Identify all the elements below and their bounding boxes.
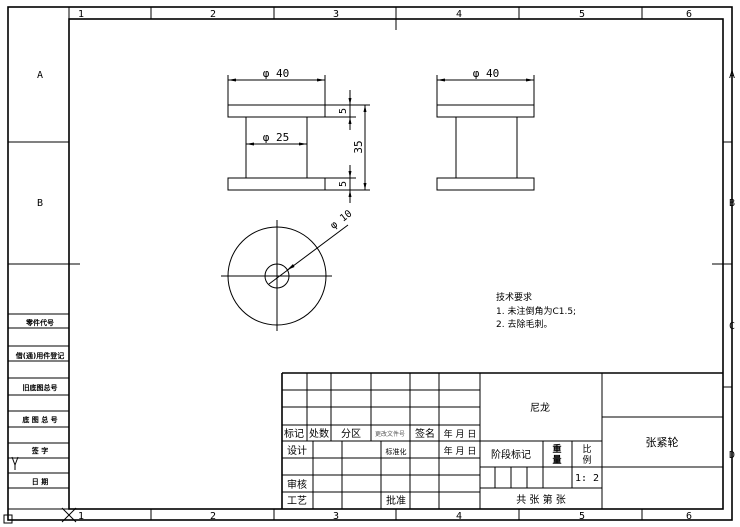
col-label-3-bottom: 3 [333, 511, 339, 522]
dim-flange-bottom: 5 [338, 181, 349, 187]
front-view: φ 40 φ 25 5 5 35 [227, 67, 370, 203]
title-block: 标记 处数 分区 更改文件号 签名 年 月 日 设计 标准化 年 月 日 审核 … [281, 372, 723, 509]
label-part-code: 零件代号 [25, 318, 54, 327]
label-signature: 签 字 [31, 446, 48, 455]
tb-process: 工艺 [287, 495, 307, 507]
dim-outer-diameter: φ 40 [263, 67, 290, 80]
dim-overall-height: 35 [352, 140, 365, 153]
col-label-4: 4 [456, 9, 462, 20]
tb-mark: 标记 [284, 428, 304, 440]
tb-sheets: 共 张 第 张 [516, 493, 566, 506]
col-label-5-bottom: 5 [579, 511, 585, 522]
column-labels-bottom: 1 2 3 4 5 6 [78, 511, 692, 522]
label-old-base-drawing: 旧底图总号 [23, 383, 58, 392]
sheet-border [3, 6, 733, 524]
tb-design: 设计 [287, 444, 307, 457]
row-label-d-right: D [729, 450, 735, 461]
tech-req-title: 技术要求 [496, 291, 532, 303]
tb-count: 处数 [309, 427, 329, 440]
tb-scale-label-2: 例 [582, 454, 591, 466]
label-borrowed-part: 借(通)用件登记 [15, 351, 64, 360]
row-label-a-right: A [729, 70, 735, 81]
label-date: 日 期 [32, 477, 48, 486]
tech-requirements: 技术要求 1. 未注倒角为C1.5; 2. 去除毛刺。 [496, 291, 576, 330]
col-label-1-bottom: 1 [78, 511, 84, 522]
tb-part-name: 张紧轮 [646, 435, 679, 449]
tb-rev-date: 年 月 日 [444, 428, 477, 440]
col-label-2-bottom: 2 [210, 511, 216, 522]
dim-hub-diameter: φ 25 [263, 131, 290, 144]
tb-scale-label-1: 比 [582, 443, 591, 455]
row-label-c-right: C [729, 321, 735, 332]
col-label-1: 1 [78, 9, 84, 20]
tb-change-doc: 更改文件号 [375, 430, 405, 438]
side-view: φ 40 [436, 67, 535, 191]
row-label-b-right: B [729, 198, 735, 209]
col-label-6-bottom: 6 [686, 511, 692, 522]
column-labels-top: 1 2 3 4 5 6 [78, 9, 692, 20]
row-label-b-left: B [37, 198, 43, 209]
col-label-5: 5 [579, 9, 585, 20]
col-label-3: 3 [333, 9, 339, 20]
tb-weight-2: 量 [552, 454, 561, 466]
col-label-2: 2 [210, 9, 216, 20]
dim-flange-top: 5 [338, 108, 349, 114]
row-label-a-left: A [37, 70, 43, 81]
tb-standardization: 标准化 [386, 447, 407, 456]
tb-weight-1: 重 [552, 443, 561, 455]
col-label-4-bottom: 4 [456, 511, 462, 522]
tb-zone: 分区 [341, 428, 361, 440]
top-view: φ 10 [221, 208, 354, 331]
tb-stage-mark: 阶段标记 [491, 448, 531, 461]
tech-req-item-2: 2. 去除毛刺。 [496, 318, 552, 330]
tb-scale-value: 1: 2 [575, 473, 599, 484]
dim-side-outer-diameter: φ 40 [473, 67, 500, 80]
label-base-drawing: 底 图 总 号 [22, 415, 57, 424]
col-label-6: 6 [686, 9, 692, 20]
tb-approve: 批准 [386, 494, 406, 507]
tb-review: 审核 [287, 478, 307, 491]
tb-design-date: 年 月 日 [444, 445, 477, 457]
tb-material: 尼龙 [530, 401, 550, 414]
dim-bore-diameter: φ 10 [329, 208, 355, 231]
tb-signature: 签名 [415, 427, 435, 440]
row-labels: A B A B C D [37, 70, 735, 461]
tech-req-item-1: 1. 未注倒角为C1.5; [496, 305, 576, 317]
left-registration-strip: 零件代号 借(通)用件登记 旧底图总号 底 图 总 号 签 字 日 期 [8, 313, 69, 510]
